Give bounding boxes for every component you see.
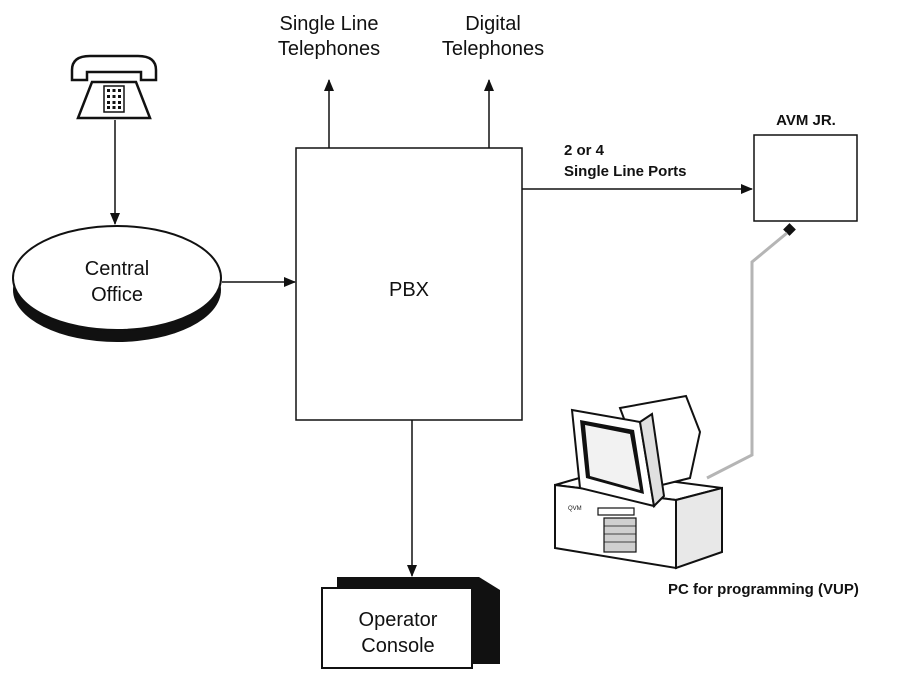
operator-label-line1: Operator [359, 609, 438, 631]
single-line-label-line1: Single Line [280, 13, 379, 35]
pc-badge: QVM [568, 506, 582, 512]
operator-console-node: Operator Console [321, 577, 500, 669]
operator-label-line2: Console [361, 635, 434, 657]
avm-label: AVM JR. [776, 112, 836, 129]
central-office-label-line2: Office [91, 284, 143, 306]
telephone-icon [70, 54, 158, 120]
avm-jr-node: AVM JR. [753, 112, 858, 236]
pbx-node: PBX [295, 147, 523, 421]
central-office-label-line1: Central [85, 258, 149, 280]
pbx-label: PBX [389, 279, 429, 301]
ports-label-line2: Single Line Ports [564, 163, 687, 180]
pc-label: PC for programming (VUP) [668, 581, 859, 598]
ports-label-line1: 2 or 4 [564, 142, 605, 159]
single-line-label-line2: Telephones [278, 38, 380, 60]
digital-label-line2: Telephones [442, 38, 544, 60]
digital-label-line1: Digital [465, 13, 521, 35]
programming-cable [706, 231, 788, 480]
central-office-node: Central Office [12, 225, 222, 342]
pc-icon: QVM [554, 394, 723, 570]
